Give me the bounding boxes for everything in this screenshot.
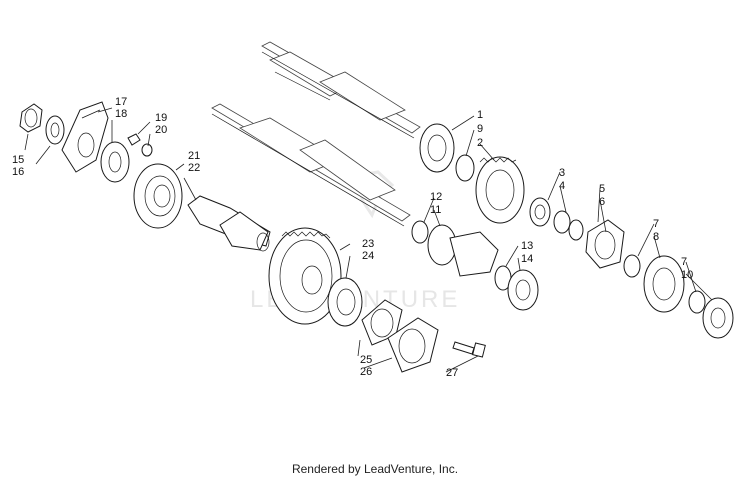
cover-26 (387, 317, 439, 373)
bearing-21 (133, 163, 183, 229)
bolt-27 (452, 341, 486, 358)
gasket-25 (361, 299, 403, 346)
washer-9 (455, 154, 475, 182)
lower-shaft (211, 103, 411, 227)
callout-26: 26 (360, 366, 372, 378)
bearing-14 (507, 269, 539, 311)
callout-7-upper: 7 (653, 218, 659, 230)
callout-12: 12 (430, 191, 442, 203)
callout-6: 6 (599, 196, 605, 208)
callout-labels: 15 16 17 18 19 20 21 22 23 24 25 26 27 1… (12, 96, 693, 379)
cam-plate-17 (61, 101, 109, 173)
shift-fork-5 (585, 219, 625, 269)
bearing-24 (327, 277, 363, 327)
callout-15: 15 (12, 154, 24, 166)
gear-2 (475, 156, 525, 224)
bearing-1 (419, 123, 455, 173)
gear-11 (427, 224, 499, 277)
callout-9: 9 (477, 123, 483, 135)
callout-17: 17 (115, 96, 127, 108)
callout-25: 25 (360, 354, 372, 366)
gear-23 (268, 227, 342, 325)
leader-lines (24, 107, 713, 373)
callout-10: 10 (681, 269, 693, 281)
callout-2: 2 (477, 137, 483, 149)
callout-8: 8 (653, 231, 659, 243)
washer-4 (553, 210, 584, 241)
callout-21: 21 (188, 150, 200, 162)
gear-8 (643, 255, 685, 313)
callout-3: 3 (559, 167, 565, 179)
callout-7-lower: 7 (681, 256, 687, 268)
nut-15 (19, 103, 43, 133)
callout-27: 27 (446, 367, 458, 379)
callout-19: 19 (155, 112, 167, 124)
callout-22: 22 (188, 162, 200, 174)
washer-18 (100, 141, 130, 183)
callout-4: 4 (559, 180, 565, 192)
callout-20: 20 (155, 124, 167, 136)
callout-1: 1 (477, 109, 483, 121)
pin-19 (127, 133, 141, 146)
callout-14: 14 (521, 253, 533, 265)
callout-11: 11 (430, 204, 441, 216)
washer-20 (141, 143, 153, 157)
washer-7-upper (623, 254, 641, 278)
callout-23: 23 (362, 238, 374, 250)
input-shaft (187, 195, 271, 252)
footer-credit: Rendered by LeadVenture, Inc. (291, 462, 459, 476)
washer-7-lower (688, 290, 706, 314)
washer-12 (411, 220, 429, 244)
callout-24: 24 (362, 250, 374, 262)
callout-18: 18 (115, 108, 127, 120)
bushing-3 (529, 197, 551, 227)
bearing-10 (702, 297, 734, 339)
upper-shaft (261, 41, 421, 139)
callout-13: 13 (521, 240, 533, 252)
callout-5: 5 (599, 183, 605, 195)
callout-16: 16 (12, 166, 24, 178)
washer-16 (45, 115, 65, 145)
